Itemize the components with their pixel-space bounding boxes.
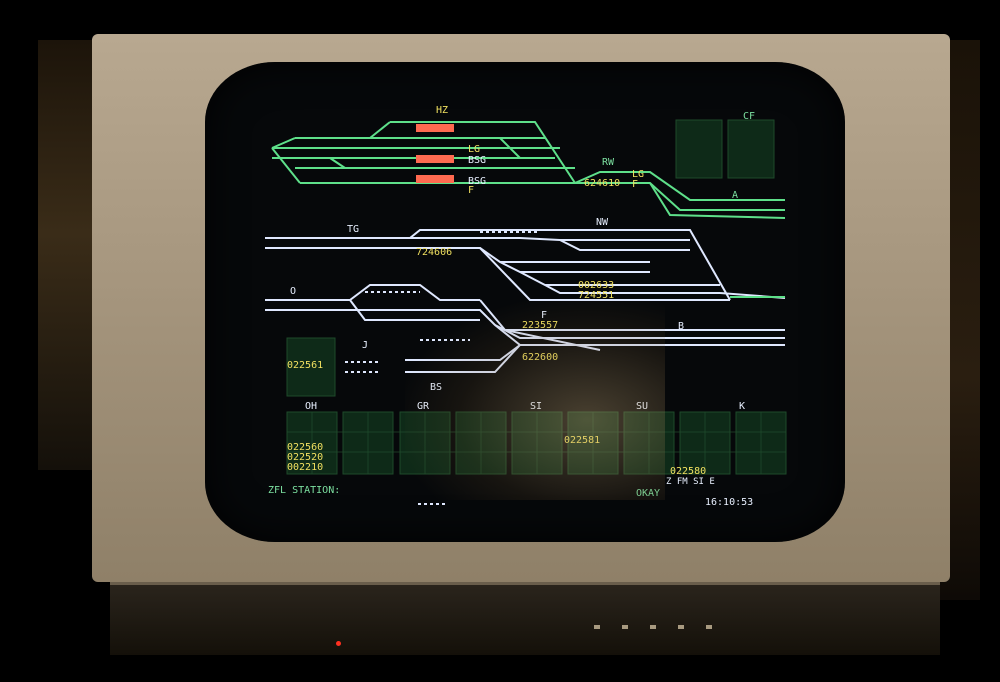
bottom-panels	[286, 411, 787, 475]
panel-label-k[interactable]: K	[739, 401, 745, 412]
station-label-b[interactable]: B	[678, 321, 684, 332]
keyboard-key[interactable]	[622, 625, 628, 629]
oh-queue-item[interactable]: 002210	[287, 462, 323, 473]
station-label-nw[interactable]: NW	[596, 217, 609, 228]
main-network-dashed	[345, 231, 540, 505]
panel-label-oh[interactable]: OH	[305, 401, 317, 412]
signal-label-f[interactable]: F	[632, 179, 638, 190]
keyboard-key[interactable]	[594, 625, 600, 629]
signal-label-f[interactable]: F	[468, 185, 474, 196]
station-label-f[interactable]: F	[541, 310, 547, 321]
keyboard-key[interactable]	[706, 625, 712, 629]
clock: 16:10:53	[705, 497, 753, 508]
station-label-rw[interactable]: RW	[602, 157, 615, 168]
station-label-o[interactable]: O	[290, 286, 296, 297]
train-number[interactable]: 724551	[578, 290, 614, 301]
j-panel	[286, 337, 336, 397]
power-led-icon	[336, 641, 341, 646]
station-label-tg[interactable]: TG	[347, 224, 359, 235]
status-text: OKAY	[636, 488, 660, 499]
train-number[interactable]: 724606	[416, 247, 452, 258]
panel-label-si[interactable]: SI	[530, 401, 542, 412]
panel-label-gr[interactable]: GR	[417, 401, 430, 412]
signal-label-lg[interactable]: LG	[468, 144, 480, 155]
train-number[interactable]: 002633	[578, 280, 614, 291]
station-label-cf[interactable]: CF	[743, 111, 755, 122]
keyboard-key[interactable]	[650, 625, 656, 629]
station-label-bs[interactable]: BS	[430, 382, 442, 393]
train-number[interactable]: 622600	[522, 352, 558, 363]
train-number[interactable]: 223557	[522, 320, 558, 331]
panel-label-su[interactable]: SU	[636, 401, 648, 412]
oh-queue-item[interactable]: 022520	[287, 452, 323, 463]
train-number[interactable]: 022561	[287, 360, 323, 371]
train-number[interactable]: 624610	[584, 178, 620, 189]
command-prompt[interactable]: ZFL STATION:	[268, 485, 340, 496]
signal-label-lg[interactable]: LG	[632, 169, 644, 180]
si-queue-item[interactable]: 022581	[564, 435, 600, 446]
occupied-track-block	[416, 175, 454, 183]
keyboard	[110, 582, 940, 655]
station-label-a[interactable]: A	[732, 190, 738, 201]
signal-label-bsg[interactable]: BSG	[468, 155, 486, 166]
main-network-tracks	[265, 229, 786, 373]
occupied-track-block	[416, 155, 454, 163]
oh-queue-item[interactable]: 022560	[287, 442, 323, 453]
keyboard-key[interactable]	[678, 625, 684, 629]
station-label-hz[interactable]: HZ	[436, 105, 448, 116]
background-left	[38, 40, 98, 470]
occupied-track-block	[416, 124, 454, 132]
k-status-text: Z FM SI E	[666, 477, 715, 487]
signal-label-bsg[interactable]: BSG	[468, 176, 486, 187]
k-queue-item[interactable]: 022580	[670, 466, 706, 477]
hz-occupied-blocks	[416, 124, 454, 183]
station-label-j[interactable]: J	[362, 340, 368, 351]
cf-panel	[675, 119, 775, 179]
